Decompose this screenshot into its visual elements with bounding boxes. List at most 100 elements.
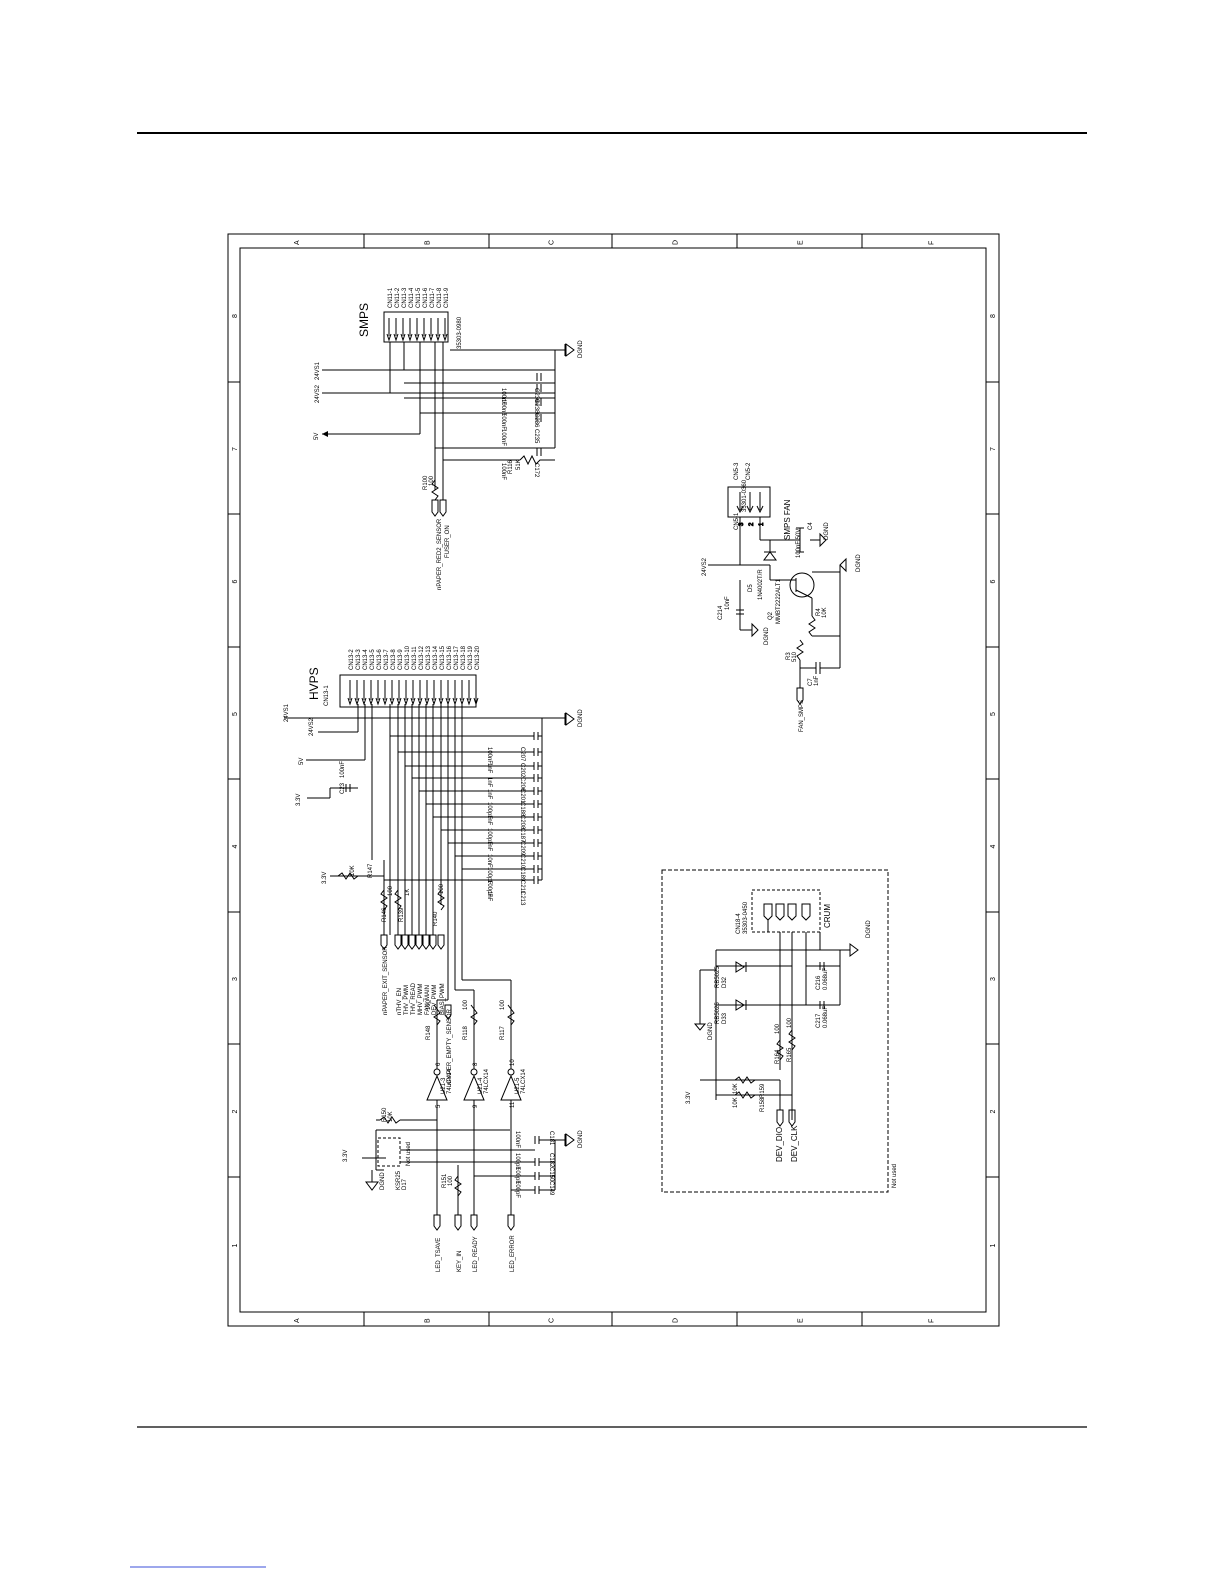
hvps-pin-label: CN13-11 — [412, 646, 418, 670]
hvps-capacitors: C207100nFC2021nFC2061nFC2011nFC188100pFC… — [486, 732, 539, 906]
crum-r165-ref: R165 — [787, 1047, 793, 1062]
frame-row-label-right: 3 — [990, 977, 997, 981]
hvps-cap-value: 1nF — [486, 891, 492, 902]
smps-capacitor — [536, 448, 542, 456]
hvps-signal-label: DEV_PWM — [432, 985, 438, 1015]
crum-conn-ref: CN18-4 — [736, 913, 742, 934]
keys-r151-value: 100 — [448, 1175, 454, 1186]
smps-cap-value: 100nF — [500, 429, 506, 446]
frame-row-label-left: 4 — [232, 845, 239, 849]
hvps-net-3v3: 3.3V — [296, 794, 302, 806]
hvps-cap-ref: C188 — [519, 802, 525, 817]
frame-row-label-right: 8 — [990, 314, 997, 318]
hvps-capacitor — [533, 762, 539, 770]
keys-cap-value: 100nF — [514, 1131, 520, 1148]
hvps-cap-value: 100pF — [486, 802, 492, 819]
inverter-in-pin: 11 — [510, 1101, 516, 1108]
fan-q2-ref: Q2 — [768, 611, 774, 620]
smps-pin-label: CN11-6 — [423, 287, 429, 308]
smps-net-24vs2: 24VS2 — [315, 384, 321, 403]
hvps-signal-label: BIAS_PWM — [440, 983, 446, 1015]
inverter-resistor-value: 100 — [463, 999, 469, 1010]
hvps-c23-label: C23 — [340, 782, 346, 794]
keys-r151-ref: R151 — [442, 1173, 448, 1188]
hvps-r140-ref: R140 — [433, 911, 439, 926]
fan-r3-ref: R3 — [786, 652, 792, 660]
frame-col-label-top: F — [929, 241, 936, 245]
keys-output-label: LED_ERROR — [510, 1235, 516, 1272]
hvps-pin-label: CN13-16 — [447, 645, 453, 670]
inverter-part: 74LCX14 — [447, 1068, 453, 1094]
smps-cap-ref: C238 — [533, 399, 539, 414]
hvps-cap-ref: C206 — [519, 777, 525, 792]
fan-r4-value: 10K — [822, 607, 828, 618]
hvps-capacitor — [533, 787, 539, 795]
hvps-cap-value: 1nF — [486, 777, 492, 788]
smps-pin-stubs — [386, 318, 448, 342]
frame-row-label-left: 7 — [232, 447, 239, 451]
keys-capacitor — [534, 1136, 555, 1144]
hvps-cap-ref: C189 — [519, 867, 525, 882]
hvps-net-3v3-b: 3.3V — [322, 872, 328, 884]
smps-pin-label: CN11-1 — [388, 287, 394, 308]
hvps-pin-stubs — [347, 680, 479, 706]
crum-label: CRUM — [823, 904, 832, 928]
frame-row-label-left: 1 — [232, 1244, 239, 1248]
hvps-pin-label: CN13-15 — [440, 645, 446, 670]
smps-pin-label: CN11-3 — [402, 287, 408, 308]
fan-labels: CN5-1 35301-0360 CN5-3 CN5-2 SMPS FAN 24… — [702, 462, 862, 732]
smps-wires — [322, 342, 565, 500]
smps-pin-label: CN11-5 — [416, 287, 422, 308]
frame-row-label-left: 6 — [232, 580, 239, 584]
smps-cap-value: 100nF — [500, 413, 506, 430]
drawing-frame — [227, 233, 1000, 1327]
inverter-in-pin: 5 — [436, 1104, 442, 1108]
fan-c4-value: 100nF 50V — [796, 529, 802, 558]
hvps-pin-label: CN13-2 — [349, 649, 355, 670]
hvps-pin-label: CN13-4 — [363, 649, 369, 670]
hvps-gnd-label: DGND — [578, 709, 584, 727]
fan-pin-number: 2 — [749, 522, 755, 526]
keys-not-used: Not used — [406, 1142, 412, 1166]
hvps-capacitor — [533, 839, 539, 847]
hvps-cap-ref: C209 — [519, 841, 525, 856]
keys-capacitor — [534, 1172, 555, 1180]
fan-r4-ref: R4 — [816, 608, 822, 616]
crum-d32-value: RB5025 — [715, 966, 721, 988]
frame-col-label-bottom: A — [294, 1318, 301, 1323]
hvps-cap-value: 100pF — [486, 880, 492, 897]
hvps-r147-ref: R147 — [368, 863, 374, 878]
hvps-cap-ref: C208 — [519, 815, 525, 830]
smps-capacitors: C239100nFC238100nFC236100nFC235100nFC172… — [500, 373, 542, 480]
hvps-net-24vs1: 24VS1 — [284, 703, 290, 722]
inverter-in-pin: 9 — [473, 1104, 479, 1108]
crum-d33-ref: D33 — [722, 1012, 728, 1024]
hvps-cap-ref: C202 — [519, 763, 525, 778]
keys-wires — [362, 1100, 575, 1215]
hvps-r147-value: 10K — [350, 865, 356, 876]
smps-cap-ref: C235 — [533, 429, 539, 444]
fan-net-24vs2: 24VS2 — [702, 557, 708, 576]
hvps-cap-ref: C201 — [519, 789, 525, 804]
frame-col-label-bottom: C — [549, 1318, 556, 1323]
hvps-capacitor — [533, 876, 539, 884]
inverter-out-pin: 8 — [473, 1062, 479, 1066]
keys-cap-value: 100pF — [514, 1167, 520, 1184]
hvps-capacitor — [533, 732, 539, 740]
frame-row-label-right: 2 — [990, 1110, 997, 1114]
smps-port-fuser — [439, 499, 447, 517]
crum-gnd-label-2: DGND — [708, 1022, 714, 1040]
hvps-pin-label: CN13-19 — [468, 645, 474, 670]
smps-r116-ref: R116 — [508, 459, 514, 474]
crum-not-used-label: Not used — [892, 1164, 898, 1188]
hvps-capacitor — [533, 865, 539, 873]
crum-not-used-box — [661, 869, 889, 1193]
fan-d5-ref: D5 — [748, 584, 754, 592]
crum-signal-clk: DEV_CLK — [790, 1125, 799, 1162]
crum-d32-ref: D32 — [722, 976, 728, 988]
smps-r100-value: 100 — [429, 475, 435, 486]
